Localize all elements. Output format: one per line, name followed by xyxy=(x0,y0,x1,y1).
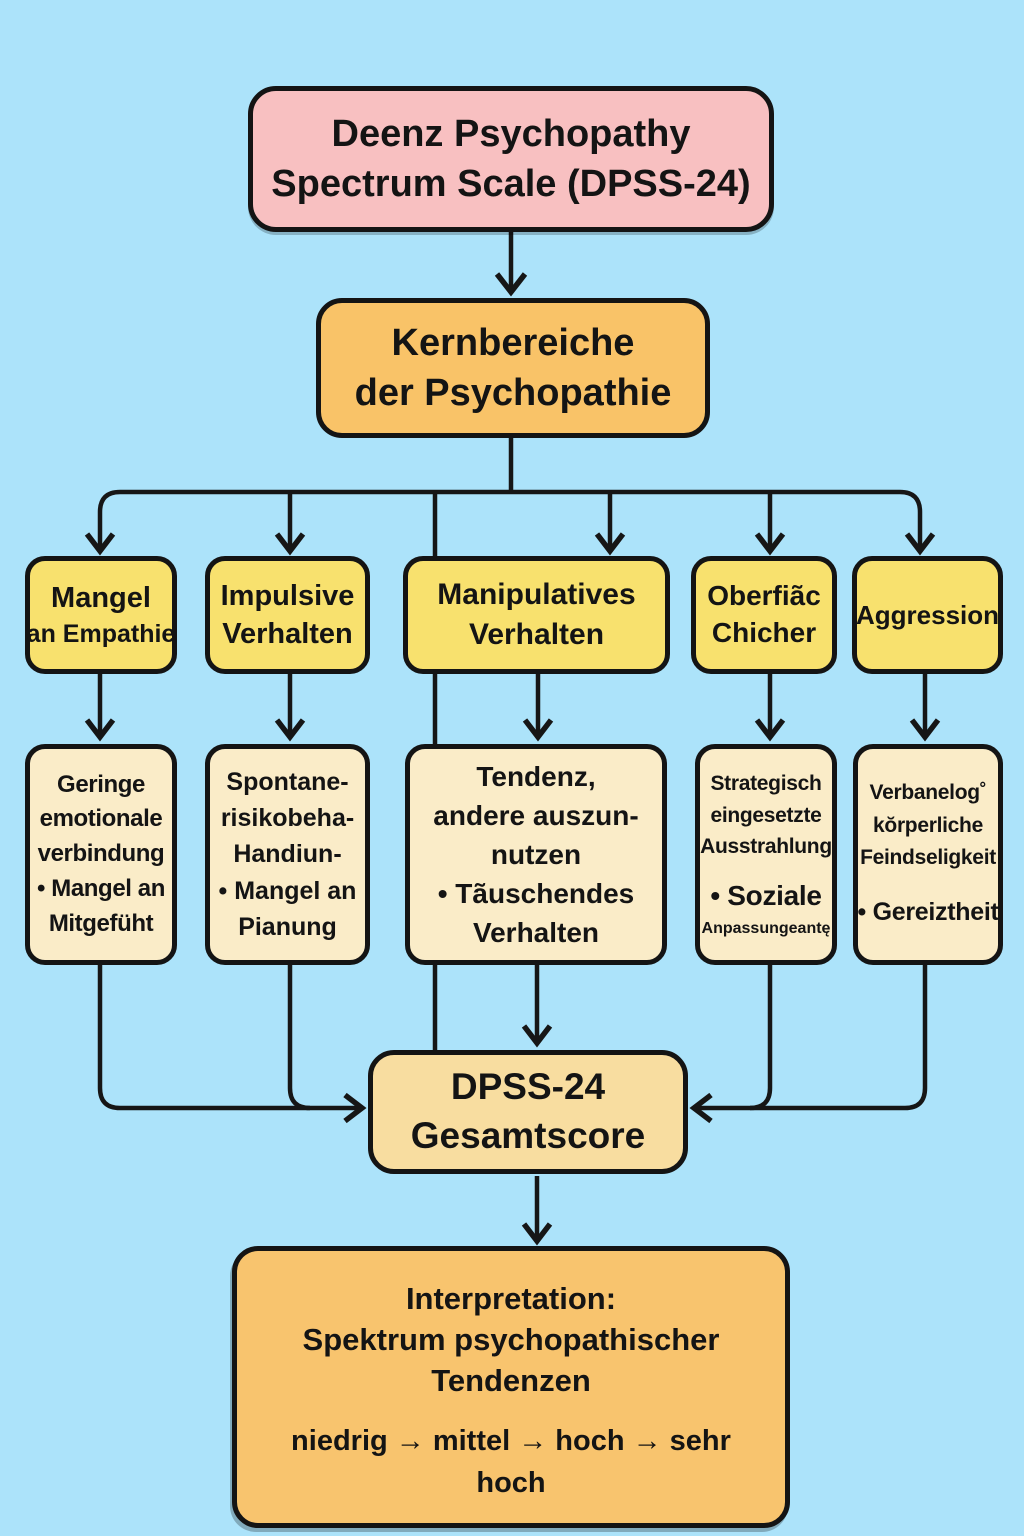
node-detail-empathie: Geringe emotionale verbindung • Mangel a… xyxy=(25,744,177,965)
core-line-2: der Psychopathie xyxy=(354,372,672,414)
arrowhead-down-icon xyxy=(84,718,116,742)
connector-detail5-score xyxy=(695,965,928,1111)
core-line-1: Kernbereiche xyxy=(391,321,635,364)
factor-line: Mangel xyxy=(51,582,151,615)
detail-line: verbindung xyxy=(37,840,165,868)
detail-bullet-line: Mitgefüht xyxy=(48,909,154,937)
factor-line: an Empathie xyxy=(26,619,176,648)
node-detail-charme: Strategisch eingesetzte Ausstrahlung • S… xyxy=(695,744,837,965)
detail-line: emotionale xyxy=(39,805,163,833)
factor-line: Impulsive xyxy=(220,579,355,612)
arrowhead-right-icon xyxy=(343,1092,367,1124)
score-line-1: DPSS-24 xyxy=(450,1066,606,1108)
interpretation-line-3: Tendenzen xyxy=(431,1362,591,1398)
detail-bullet-line: Verhalten xyxy=(472,917,600,949)
factor-line: Chicher xyxy=(711,617,817,648)
interpretation-scale: niedrig → mittel → hoch → sehr hoch xyxy=(291,1424,731,1499)
detail-line: risikobeha- xyxy=(220,804,355,833)
arrowhead-down-icon xyxy=(754,718,786,742)
detail-line: Strategisch xyxy=(710,772,822,796)
detail-bullet-line: • Soziale xyxy=(710,879,822,911)
arrowhead-down-icon xyxy=(909,718,941,742)
detail-line: andere auszun- xyxy=(433,799,639,831)
connector-bus xyxy=(97,489,923,548)
node-factor-mangel-an-empathie: Mangel an Empathie xyxy=(25,556,177,674)
node-gesamtscore: DPSS-24 Gesamtscore xyxy=(368,1050,688,1174)
detail-bullet-line: Pianung xyxy=(238,912,337,941)
score-line-2: Gesamtscore xyxy=(410,1115,646,1156)
node-detail-impulsivitaet: Spontane- risikobeha- Handiun- • Mangel … xyxy=(205,744,370,965)
detail-line: Spontane- xyxy=(226,767,349,796)
node-detail-aggression: Verbanelog˚ kŏrperliche Feindseligkeit •… xyxy=(853,744,1003,965)
node-factor-impulsive-verhalten: Impulsive Verhalten xyxy=(205,556,370,674)
detail-line: Tendenz, xyxy=(476,760,596,792)
detail-line: Handiun- xyxy=(233,840,342,869)
detail-bullet-line: Anpassungeantę xyxy=(701,919,831,937)
arrowhead-down-icon xyxy=(274,532,306,556)
detail-bullet-line: • Gereiztheit xyxy=(857,897,999,926)
arrowhead-down-icon xyxy=(522,718,554,742)
detail-line: Ausstrahlung xyxy=(700,835,832,859)
interpretation-line-2: Spektrum psychopathischer xyxy=(302,1321,720,1357)
detail-line: Feindseligkeit xyxy=(860,846,996,870)
arrowhead-down-icon xyxy=(904,532,936,556)
connector-detail4-score xyxy=(749,965,773,1111)
detail-line: nutzen xyxy=(490,838,582,870)
title-line-2: Spectrum Scale (DPSS-24) xyxy=(271,163,751,205)
detail-line: eingesetzte xyxy=(710,803,822,827)
detail-line: kŏrperliche xyxy=(873,813,983,837)
factor-line: Verhalten xyxy=(222,618,353,650)
factor-line: Aggression xyxy=(855,599,1000,630)
arrowhead-down-icon xyxy=(84,532,116,556)
arrowhead-down-icon xyxy=(274,718,306,742)
node-spectrum-scale-title: Deenz Psychopathy Spectrum Scale (DPSS-2… xyxy=(248,86,774,232)
factor-line: Verhalten xyxy=(468,618,605,651)
factor-line: Oberfiãc xyxy=(707,580,821,612)
node-factor-manipulatives-verhalten: Manipulatives Verhalten xyxy=(403,556,670,674)
title-line-1: Deenz Psychopathy xyxy=(331,112,691,155)
arrowhead-down-icon xyxy=(594,532,626,556)
node-interpretation: Interpretation: Spektrum psychopathische… xyxy=(232,1246,790,1528)
node-factor-oberflaechlicher-charme: Oberfiãc Chicher xyxy=(691,556,837,674)
detail-line: Geringe xyxy=(57,770,145,798)
arrowhead-down-icon xyxy=(521,1222,553,1246)
connector-detail2-score xyxy=(287,965,311,1111)
node-kernbereiche: Kernbereiche der Psychopathie xyxy=(316,298,710,438)
arrowhead-down-icon xyxy=(521,1024,553,1048)
factor-line: Manipulatives xyxy=(437,578,636,612)
arrowhead-down-icon xyxy=(494,272,528,297)
arrowhead-left-icon xyxy=(689,1092,713,1124)
interpretation-line-1: Interpretation: xyxy=(405,1281,617,1316)
arrowhead-down-icon xyxy=(754,532,786,556)
detail-bullet-line: • Mangel an xyxy=(36,874,166,902)
detail-line: Verbanelog˚ xyxy=(869,781,987,805)
node-factor-aggression: Aggression xyxy=(852,556,1003,674)
connector-detail1-score xyxy=(97,965,361,1111)
node-detail-manipulation: Tendenz, andere auszun- nutzen • Tãusche… xyxy=(405,744,667,965)
detail-bullet-line: • Mangel an xyxy=(218,876,357,905)
detail-bullet-line: • Tãuschendes xyxy=(437,878,635,910)
